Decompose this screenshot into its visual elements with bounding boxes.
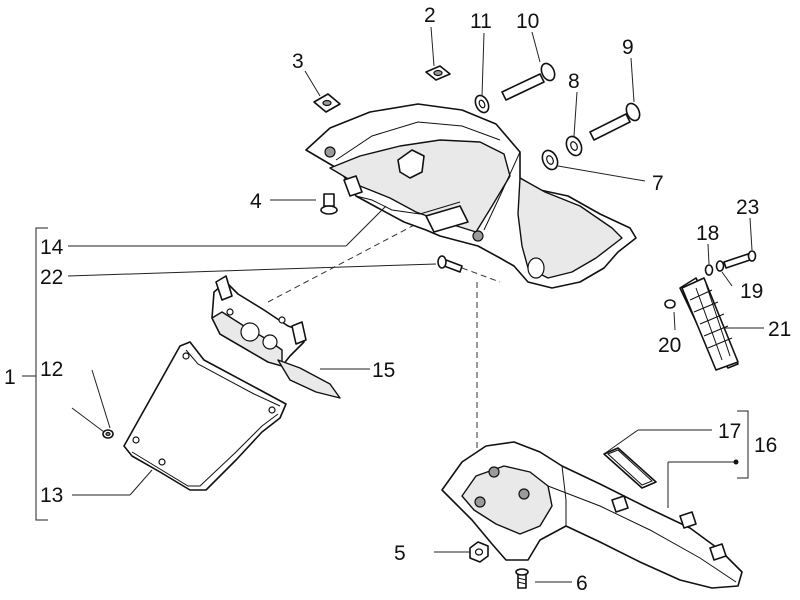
screw-23 (723, 250, 757, 269)
square-nut-2 (425, 65, 451, 81)
callout-14: 14 (40, 236, 64, 259)
nut-5 (469, 541, 489, 563)
callout-18: 18 (696, 222, 719, 245)
reflector-21 (679, 277, 739, 371)
decal-17 (603, 447, 657, 489)
callout-9: 9 (622, 36, 634, 59)
callout-5: 5 (394, 542, 406, 565)
assembly-bracket-1 (22, 227, 48, 521)
callout-21: 21 (768, 318, 791, 341)
upper-splash-guard (305, 103, 637, 289)
washer-7 (541, 149, 559, 171)
callout-16: 16 (754, 434, 777, 457)
callout-6: 6 (576, 572, 588, 595)
plate-13 (123, 341, 287, 491)
callout-13: 13 (40, 484, 63, 507)
washer-8 (565, 135, 583, 157)
callout-20: 20 (658, 334, 681, 357)
screw-6 (515, 568, 529, 589)
bracket-15 (211, 275, 341, 399)
callout-2: 2 (424, 4, 436, 27)
callout-11: 11 (470, 10, 492, 33)
callout-23: 23 (736, 196, 759, 219)
bolt-9 (589, 102, 641, 141)
nut-20 (664, 299, 676, 309)
screw-4 (320, 193, 338, 215)
callout-12: 12 (40, 358, 63, 381)
callout-22: 22 (40, 266, 63, 289)
callout-17: 17 (718, 420, 741, 443)
callout-1: 1 (4, 366, 16, 389)
leader-lines (67, 26, 764, 583)
callout-10: 10 (516, 10, 539, 33)
square-nut-3 (313, 93, 341, 113)
washer-12 (102, 429, 114, 439)
washer-19 (715, 260, 725, 272)
screw-22 (437, 255, 463, 273)
callout-8: 8 (568, 70, 580, 93)
callout-3: 3 (292, 50, 304, 73)
kit-bracket-16 (737, 410, 749, 479)
washer-18 (704, 264, 714, 276)
rear-mudguard (441, 441, 743, 589)
callout-15: 15 (372, 359, 395, 382)
callout-7: 7 (652, 172, 664, 195)
callout-4: 4 (250, 190, 262, 213)
callout-19: 19 (740, 280, 763, 303)
callout-labels: 1 2 3 4 5 6 7 8 9 10 11 12 13 14 15 16 1… (4, 4, 791, 595)
washer-11 (474, 94, 490, 114)
bolt-10 (501, 62, 556, 101)
